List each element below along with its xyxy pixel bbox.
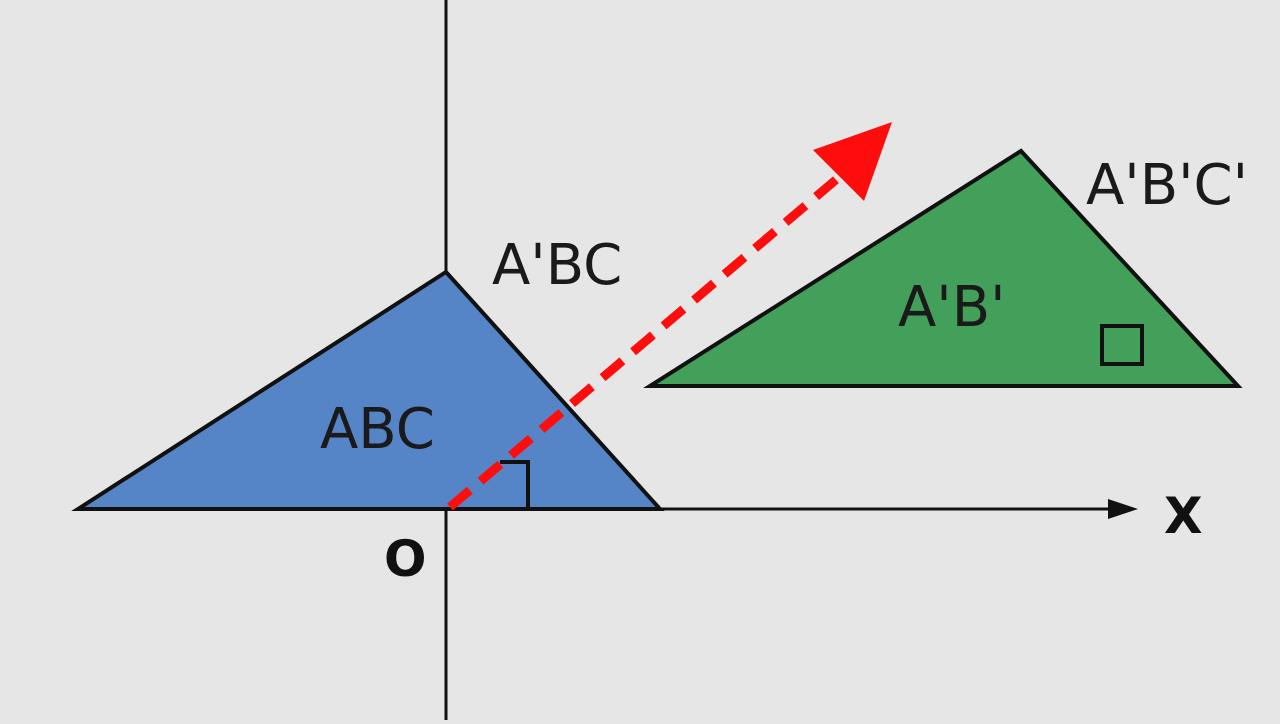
triangle-a-prime-b-prime-c-prime (643, 148, 1243, 388)
label-abc: ABC (320, 397, 435, 462)
x-axis-arrowhead-icon (1108, 499, 1138, 519)
right-angle-marker (1100, 324, 1144, 366)
x-axis-label: X (1164, 487, 1203, 545)
label-a-prime-bc: A'BC (492, 233, 622, 298)
origin-label: O (384, 530, 427, 588)
label-a-prime-b-prime: A'B' (898, 275, 1006, 340)
label-a-prime-b-prime-c-prime: A'B'C' (1086, 153, 1248, 218)
translation-arrowhead-icon (813, 122, 892, 201)
translation-vector (447, 174, 841, 511)
right-angle-marker (500, 460, 530, 509)
